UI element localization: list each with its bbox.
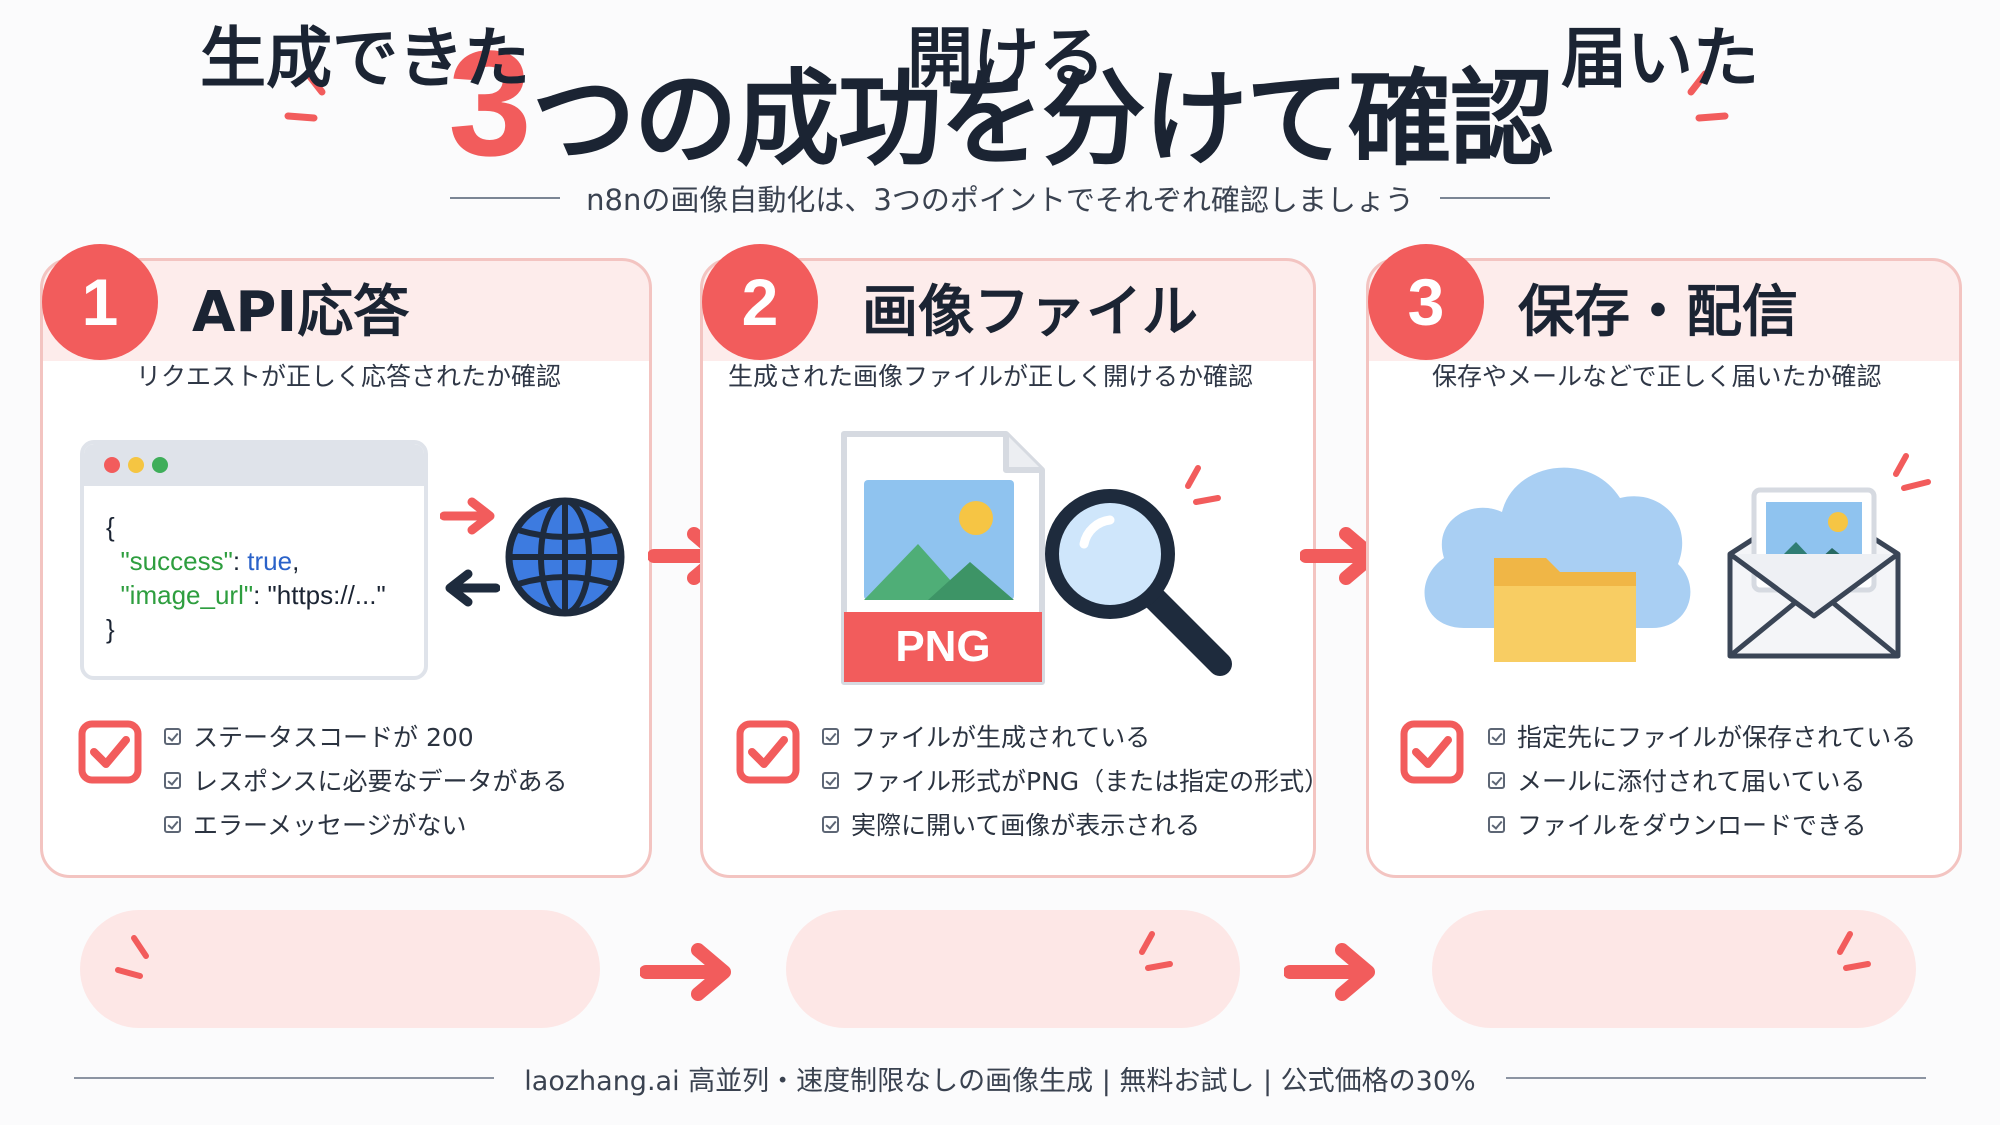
list-item: ファイル形式がPNG（または指定の形式） bbox=[822, 758, 1329, 802]
result-label: 開ける bbox=[907, 20, 1105, 97]
check-list: 指定先にファイルが保存されている メールに添付されて届いている ファイルをダウン… bbox=[1488, 714, 1916, 846]
arrow-right-icon bbox=[640, 943, 731, 1001]
checkbox-checked-icon bbox=[736, 720, 800, 784]
title-number: 3 bbox=[448, 19, 532, 187]
card-title: 保存・配信 bbox=[1518, 280, 1798, 345]
cloud-folder-icon bbox=[1424, 467, 1691, 662]
check-list: ファイルが生成されている ファイル形式がPNG（または指定の形式） 実際に開いて… bbox=[822, 714, 1329, 846]
list-item: ファイルが生成されている bbox=[822, 714, 1329, 758]
sparkle-icon bbox=[1139, 931, 1173, 971]
globe-icon bbox=[505, 497, 625, 617]
list-item: 指定先にファイルが保存されている bbox=[1488, 714, 1916, 758]
step-badge-3: 3 bbox=[1368, 244, 1484, 360]
arrow-right-icon bbox=[1284, 943, 1375, 1001]
result-pill-delivered bbox=[1432, 910, 1916, 1028]
checkbox-icon bbox=[822, 727, 839, 745]
list-item: 実際に開いて画像が表示される bbox=[822, 802, 1329, 846]
step-badge-2: 2 bbox=[702, 244, 818, 360]
checkbox-checked-icon bbox=[1400, 720, 1464, 784]
envelope-image-icon bbox=[1727, 487, 1901, 659]
list-item: レスポンスに必要なデータがある bbox=[164, 758, 568, 802]
list-item: ファイルをダウンロードできる bbox=[1488, 802, 1916, 846]
response-arrow-icon bbox=[445, 569, 500, 607]
result-label: 届いた bbox=[1561, 20, 1759, 97]
check-list: ステータスコードが 200 レスポンスに必要なデータがある エラーメッセージがな… bbox=[164, 714, 568, 846]
title-text: つの成功を分けて確認 bbox=[531, 58, 1554, 180]
result-label: 生成できた bbox=[200, 20, 530, 97]
list-item: ステータスコードが 200 bbox=[164, 714, 568, 758]
result-pill-openable bbox=[786, 910, 1240, 1028]
page-title: 3つの成功を分けて確認 bbox=[0, 28, 2000, 180]
divider bbox=[74, 1077, 495, 1079]
checkbox-icon bbox=[822, 815, 839, 833]
card-description: リクエストが正しく応答されたか確認 bbox=[136, 362, 562, 391]
checkbox-icon bbox=[164, 727, 181, 745]
browser-window-icon: { "success": true, "image_url": "https:/… bbox=[80, 440, 428, 680]
subtitle-row: n8nの画像自動化は、3つのポイントでそれぞれ確認しましょう bbox=[0, 176, 2000, 220]
magnifier-icon bbox=[1045, 489, 1232, 676]
list-item: メールに添付されて届いている bbox=[1488, 758, 1916, 802]
result-pill-generated bbox=[80, 910, 600, 1028]
divider bbox=[450, 197, 561, 199]
json-code: { "success": true, "image_url": "https:/… bbox=[106, 512, 386, 644]
sparkle-icon bbox=[1185, 465, 1221, 505]
step-badge-1: 1 bbox=[42, 244, 158, 360]
checkbox-icon bbox=[822, 771, 839, 789]
checkbox-icon bbox=[1488, 771, 1505, 789]
card-description: 生成された画像ファイルが正しく開けるか確認 bbox=[728, 362, 1254, 391]
card-title: 画像ファイル bbox=[862, 280, 1198, 345]
checkbox-icon bbox=[164, 771, 181, 789]
file-type-label: PNG bbox=[895, 622, 991, 671]
checkbox-icon bbox=[1488, 815, 1505, 833]
sparkle-icon bbox=[115, 935, 149, 979]
footer-row: laozhang.ai 高並列・速度制限なしの画像生成 | 無料お試し | 公式… bbox=[0, 1056, 2000, 1100]
sparkle-right-icon bbox=[1687, 70, 1729, 122]
sparkle-icon bbox=[1893, 453, 1931, 491]
subtitle: n8nの画像自動化は、3つのポイントでそれぞれ確認しましょう bbox=[586, 183, 1414, 217]
png-file-icon bbox=[841, 431, 1045, 685]
window-dot-red bbox=[104, 457, 120, 473]
sparkle-icon bbox=[1837, 931, 1871, 971]
window-dot-yellow bbox=[128, 457, 144, 473]
checkbox-icon bbox=[164, 815, 181, 833]
checkbox-icon bbox=[1488, 727, 1505, 745]
sparkle-left-icon bbox=[284, 70, 326, 122]
checkbox-checked-icon bbox=[78, 720, 142, 784]
footer-text: laozhang.ai 高並列・速度制限なしの画像生成 | 無料お試し | 公式… bbox=[524, 1065, 1476, 1097]
divider bbox=[1505, 1077, 1926, 1079]
window-dot-green bbox=[152, 457, 168, 473]
divider bbox=[1439, 197, 1550, 199]
request-arrow-icon bbox=[440, 497, 495, 535]
card-title: API応答 bbox=[192, 280, 410, 345]
card-description: 保存やメールなどで正しく届いたか確認 bbox=[1432, 362, 1882, 391]
list-item: エラーメッセージがない bbox=[164, 802, 568, 846]
